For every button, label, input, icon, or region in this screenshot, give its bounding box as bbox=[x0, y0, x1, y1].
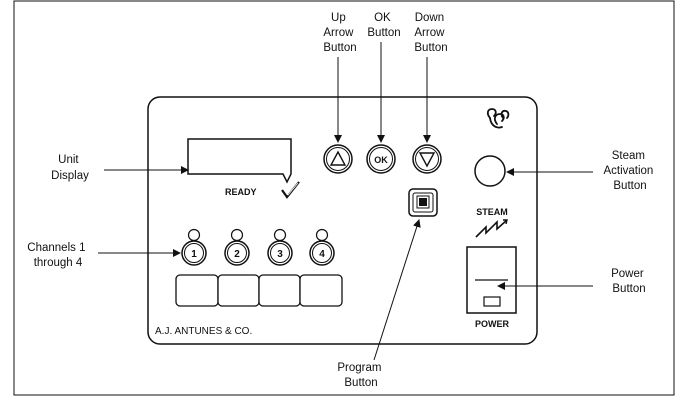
down-arrow-button[interactable] bbox=[412, 144, 442, 174]
steam-label: STEAM bbox=[476, 207, 508, 217]
channel-1-label: 1 bbox=[191, 249, 197, 260]
channel-1: 1 bbox=[181, 228, 207, 266]
down-triangle-icon bbox=[418, 152, 436, 168]
channel-3-label-box bbox=[258, 274, 301, 307]
channel-4-label-box bbox=[299, 274, 343, 307]
channel-3-light bbox=[273, 228, 287, 242]
program-callout: Program Button bbox=[337, 362, 384, 389]
channel-3-button[interactable]: 3 bbox=[267, 240, 293, 266]
channel-2-label: 2 bbox=[234, 249, 240, 260]
unit-display-callout: Unit Display bbox=[51, 154, 89, 182]
channel-2-button[interactable]: 2 bbox=[224, 240, 250, 266]
channel-1-button[interactable]: 1 bbox=[181, 240, 207, 266]
up-arrow-button[interactable] bbox=[323, 144, 353, 174]
ok-button[interactable]: OK bbox=[366, 144, 396, 174]
channel-4-label: 4 bbox=[319, 249, 325, 260]
steam-activation-button[interactable] bbox=[474, 155, 506, 187]
program-leader bbox=[373, 219, 421, 361]
ready-label: READY bbox=[225, 187, 257, 197]
channel-1-light bbox=[187, 228, 201, 242]
channel-2-light bbox=[230, 228, 244, 242]
steam-icon bbox=[486, 108, 510, 129]
channel-3: 3 bbox=[267, 228, 293, 266]
ok-button-label: OK bbox=[374, 155, 388, 165]
brand-name: A.J. ANTUNES & CO. bbox=[155, 326, 252, 337]
channel-2: 2 bbox=[224, 228, 250, 266]
steam-activation-callout: Steam Activation Button bbox=[603, 150, 656, 192]
channel-4-light bbox=[315, 228, 329, 242]
channel-4: 4 bbox=[309, 228, 335, 266]
ok-callout: OK Button bbox=[367, 12, 400, 39]
channels-callout: Channels 1 through 4 bbox=[27, 242, 88, 269]
up-triangle-icon bbox=[329, 150, 347, 166]
channel-4-button[interactable]: 4 bbox=[309, 240, 335, 266]
unit-display: READY bbox=[187, 138, 300, 199]
power-callout: Power Button bbox=[611, 268, 647, 295]
down-arrow-callout: Down Arrow Button bbox=[414, 12, 447, 54]
lightning-bolt-icon bbox=[475, 219, 508, 238]
program-square-icon bbox=[416, 195, 430, 209]
channel-3-label: 3 bbox=[277, 249, 283, 260]
channel-label-strip bbox=[175, 274, 343, 307]
figure-border bbox=[13, 0, 675, 396]
program-button[interactable] bbox=[408, 188, 438, 217]
checkmark-icon bbox=[281, 181, 300, 199]
power-button[interactable] bbox=[466, 246, 517, 314]
up-arrow-callout: Up Arrow Button bbox=[323, 12, 356, 54]
power-label: POWER bbox=[475, 319, 510, 329]
power-indicator bbox=[483, 296, 501, 307]
panel-outline bbox=[147, 96, 538, 345]
channel-2-label-box bbox=[217, 274, 260, 307]
channel-1-label-box bbox=[175, 274, 219, 307]
